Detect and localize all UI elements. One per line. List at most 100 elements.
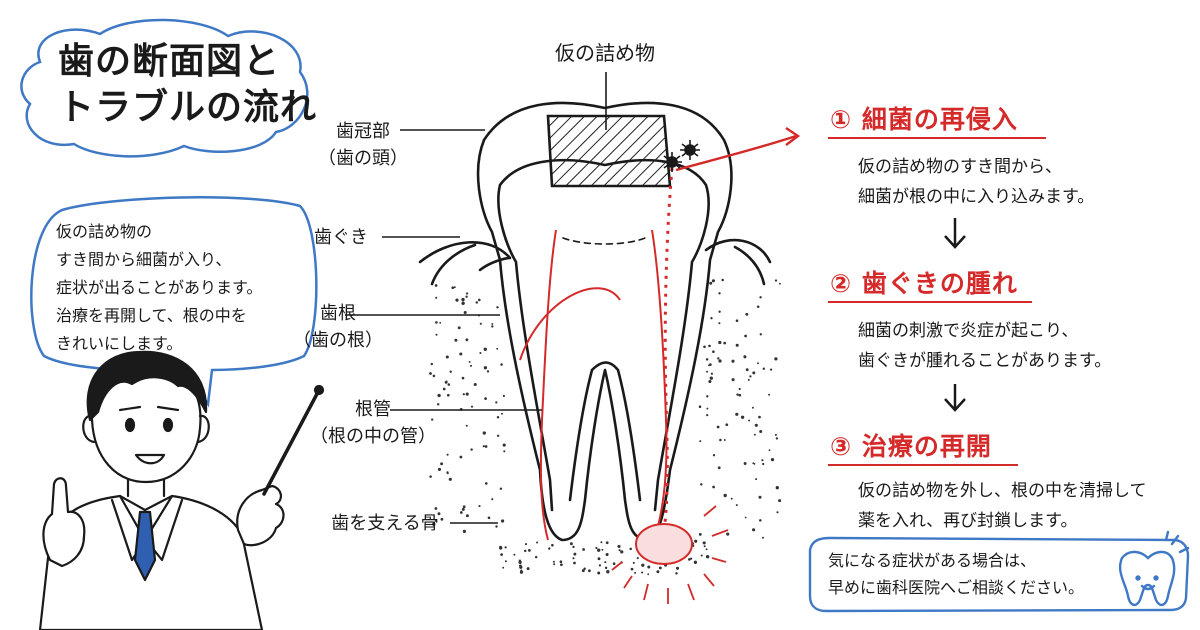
bone-dot [718, 322, 721, 325]
bubble-line-4: 治療を再開して、根の中を [56, 306, 247, 325]
bone-dot [432, 374, 436, 378]
bone-dot [647, 573, 650, 576]
bone-dot [620, 550, 624, 554]
bone-dot [457, 326, 461, 330]
bone-dot [735, 504, 738, 507]
step-1-line-1: 仮の詰め物のすき間から、 [858, 157, 1062, 177]
bone-dot [496, 416, 500, 419]
bone-dot [446, 453, 449, 456]
crown-label-name: 歯冠部 [336, 121, 390, 142]
crown-label: 歯冠部 （歯の頭） [318, 118, 408, 172]
bone-dot [758, 415, 761, 419]
bone-dot [675, 572, 678, 575]
bone-dot [675, 566, 680, 570]
bone-dot [710, 372, 714, 375]
bone-dots [429, 278, 782, 576]
bone-dot [612, 562, 616, 566]
bone-dot [559, 560, 563, 564]
bone-dot [486, 370, 490, 373]
bone-dot [465, 338, 469, 342]
bone-dot [518, 560, 522, 564]
hair [86, 350, 208, 422]
bone-dot [762, 536, 764, 539]
step-3-line-1: 仮の詰め物を外し、根の中を清掃して [858, 481, 1147, 501]
bone-dot [735, 412, 739, 416]
bone-dot [465, 292, 469, 295]
bone-dot [437, 467, 442, 471]
bone-dot [726, 532, 730, 536]
bone-dot [501, 519, 505, 523]
bone-dot [757, 362, 759, 365]
bone-dot [632, 561, 635, 564]
bone-dot [436, 403, 440, 406]
bone-dot [716, 425, 720, 429]
bone-dot [641, 563, 645, 567]
bone-dot [693, 560, 698, 564]
bacteria-icon [662, 140, 700, 172]
bone-dot [553, 563, 556, 566]
ear-right [196, 414, 210, 444]
bone-dot [446, 471, 449, 474]
mouth [134, 453, 166, 465]
bone-dot [445, 380, 448, 383]
title-line-1: 歯の断面図と [58, 41, 281, 82]
bone-dot [778, 282, 781, 285]
bone-dot [502, 443, 506, 447]
bone-dot [647, 565, 651, 569]
bone-dot [434, 284, 438, 287]
bone-dot [743, 355, 747, 359]
bone-dot [483, 347, 487, 351]
gum-label: 歯ぐき [300, 224, 382, 251]
bone-dot [718, 292, 721, 295]
bone-dot [717, 357, 720, 360]
bone-dot [709, 363, 712, 366]
step-1-line-2: 細菌が根の中に入り込みます。 [858, 187, 1095, 207]
bone-dot [595, 546, 598, 550]
bone-dot [706, 370, 709, 373]
bone-dot [617, 544, 621, 548]
bone-dot [496, 306, 499, 309]
bone-dot [499, 546, 503, 550]
bone-dot [723, 493, 727, 498]
bone-dot [774, 279, 778, 282]
bone-dot [738, 393, 742, 397]
bone-dot [700, 554, 703, 557]
step-title-underlines [828, 137, 1046, 466]
filling-label: 仮の詰め物 [555, 41, 655, 65]
bone-dot [442, 387, 446, 391]
note-frame [808, 536, 1190, 613]
bone-dot [465, 295, 468, 298]
title-cloud-frame [20, 18, 309, 158]
step-2-title: ② 歯ぐきの腫れ [830, 264, 1018, 300]
bone-dot [706, 395, 709, 398]
bone-dot [581, 569, 585, 573]
bone-dot [491, 322, 494, 325]
bone-dot [503, 450, 506, 453]
bone-dot [604, 561, 607, 564]
bone-dot [759, 519, 762, 522]
bone-dot [439, 321, 442, 324]
bone-dot [774, 433, 777, 436]
bone-dot [445, 355, 449, 359]
bone-dot [504, 546, 507, 549]
bone-dot [473, 382, 477, 387]
bone-dot [698, 533, 702, 536]
bone-dot [526, 567, 530, 571]
bone-dot [700, 483, 703, 486]
bone-dot [738, 387, 741, 391]
inflammation-spot [611, 505, 729, 604]
bone-dot [519, 565, 523, 569]
bone-dot [712, 485, 715, 489]
bone-dot [572, 557, 575, 560]
bone-dot [604, 566, 608, 570]
bone-dot [752, 528, 756, 532]
hand-right [236, 484, 285, 547]
bone-dot [755, 478, 758, 481]
bone-dot [552, 560, 555, 563]
bone-dot [709, 281, 713, 285]
step-2-number: ② [830, 269, 853, 298]
bone-dot [743, 462, 747, 465]
bone-dot [687, 558, 691, 561]
bone-dot [461, 301, 465, 305]
